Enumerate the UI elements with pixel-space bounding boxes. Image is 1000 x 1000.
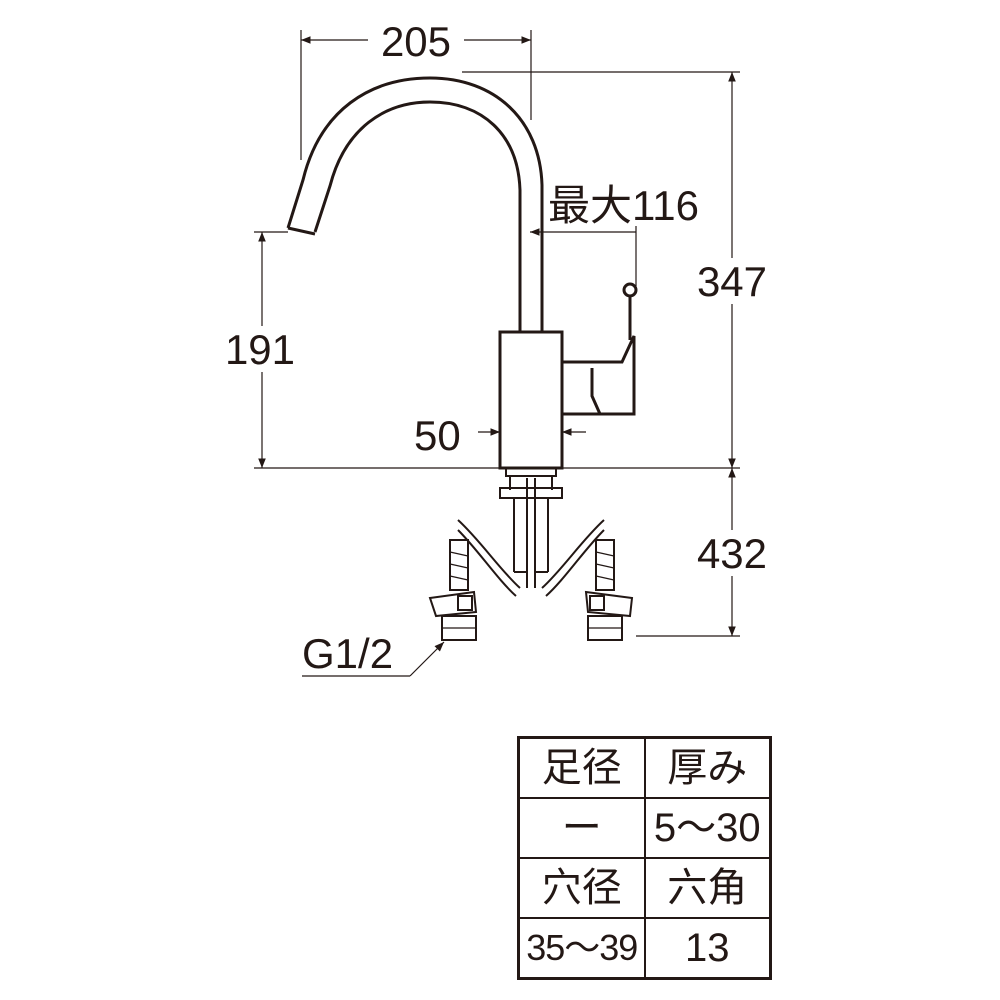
- mounting-shank: [499, 467, 563, 588]
- left-hose-connector: [428, 539, 478, 641]
- dimension-347: 347: [462, 71, 774, 468]
- dimension-max-116: 最大116: [530, 182, 699, 286]
- faucet-handle: [622, 282, 638, 340]
- dimension-432: 432: [636, 468, 774, 637]
- foot-diameter-value: ー: [517, 797, 646, 859]
- dim-label-50: 50: [414, 412, 461, 459]
- right-hose-connector: [584, 539, 634, 641]
- dimension-191: 191: [218, 231, 740, 469]
- dimension-50: 50: [414, 412, 586, 459]
- hole-diameter-value: 35～39: [517, 916, 646, 980]
- dimension-205: 205: [300, 18, 532, 160]
- hole-diameter-label: 穴径: [517, 856, 646, 919]
- faucet-spout: [286, 76, 544, 332]
- faucet-body: [498, 330, 636, 470]
- dim-label-max-116: 最大116: [548, 182, 699, 229]
- supply-hoses: [457, 519, 605, 597]
- dim-label-205: 205: [381, 18, 451, 65]
- thread-leader: G1/2: [302, 630, 445, 677]
- dim-label-432: 432: [697, 530, 767, 577]
- dim-label-191: 191: [225, 326, 295, 373]
- spec-table: 足径 厚み ー 5～30 穴径 六角 35～39 13: [517, 736, 772, 980]
- hex-label: 六角: [643, 856, 772, 919]
- thickness-label: 厚み: [643, 736, 772, 800]
- hex-value: 13: [643, 916, 772, 980]
- foot-diameter-label: 足径: [517, 736, 646, 800]
- thickness-value: 5～30: [643, 797, 772, 859]
- dim-label-347: 347: [697, 258, 767, 305]
- dim-label-thread: G1/2: [302, 630, 393, 677]
